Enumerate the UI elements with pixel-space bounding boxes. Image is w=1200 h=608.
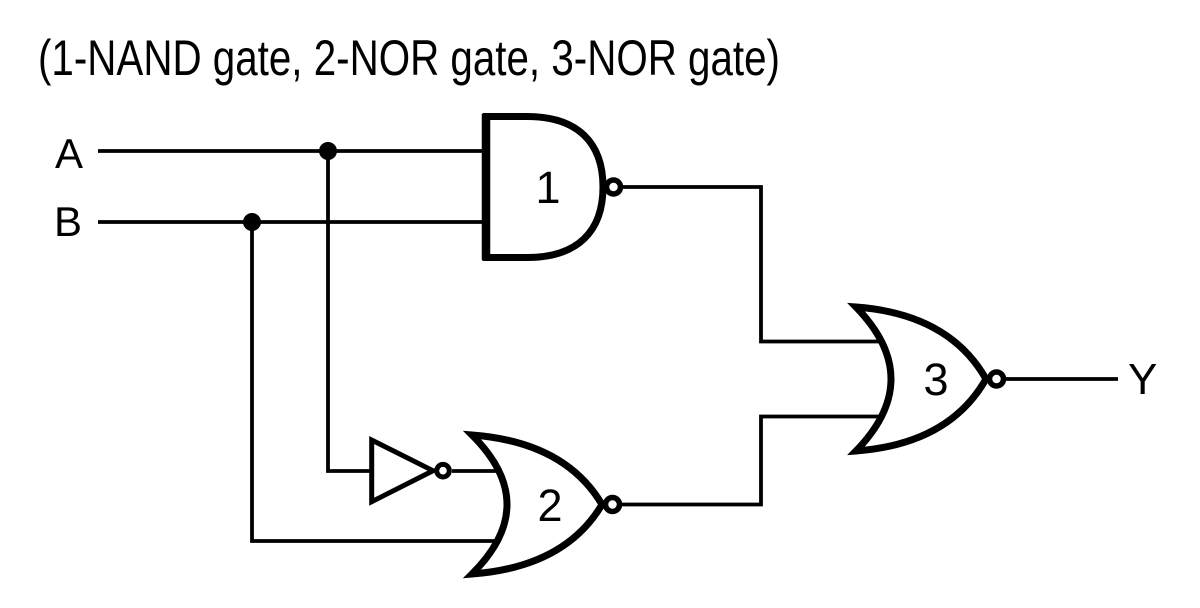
- b-branch-to-nor2-wire: [250, 222, 501, 543]
- gate-2-label: 2: [537, 480, 562, 531]
- not-gate-bubble: [434, 461, 452, 480]
- a-branch-to-not-wire: [326, 151, 372, 473]
- gate-3-label: 3: [923, 354, 948, 405]
- nor-gate-3-bubble: [986, 369, 1007, 389]
- junction-dot-b: [243, 213, 261, 231]
- inversion-bubbles: [434, 177, 1007, 515]
- diagram-title: (1-NAND gate, 2-NOR gate, 3-NOR gate): [38, 30, 780, 86]
- gate-1-label: 1: [535, 162, 560, 213]
- nand-gate-1-shape: [482, 113, 607, 261]
- nor2-to-nor3-wire: [620, 414, 886, 507]
- input-b-label: B: [54, 198, 82, 245]
- nor-gate-3-shape: [847, 302, 991, 456]
- nor-gate-2-bubble: [602, 494, 623, 515]
- nor-gate-2-shape: [462, 430, 607, 579]
- junction-dot-a: [319, 142, 337, 160]
- input-a-label: A: [55, 130, 83, 177]
- wires: [98, 149, 1118, 543]
- nand1-to-nor3-wire: [622, 185, 886, 344]
- gate-shapes: [369, 113, 991, 579]
- output-y-label: Y: [1128, 355, 1157, 404]
- nand-gate-1-bubble: [603, 177, 624, 197]
- not-gate-shape: [369, 435, 439, 506]
